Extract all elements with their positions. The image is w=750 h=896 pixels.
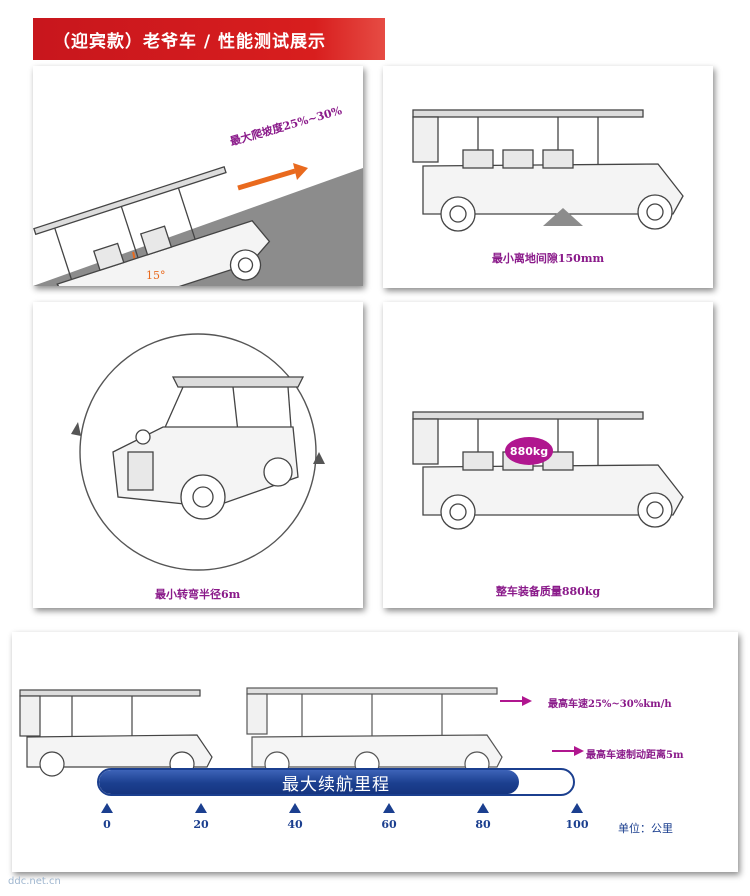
clearance-illustration bbox=[412, 109, 684, 232]
climb-illustration bbox=[33, 163, 363, 286]
range-tick-marker bbox=[195, 803, 207, 813]
range-unit: 单位：公里 bbox=[618, 822, 673, 835]
panel-turning: 最小转弯半径6m bbox=[33, 302, 363, 608]
range-tick-label: 0 bbox=[103, 818, 111, 831]
panel-range bbox=[12, 632, 738, 872]
mass-badge: 880kg bbox=[505, 437, 553, 465]
mass-illustration bbox=[412, 411, 684, 530]
range-tick-marker bbox=[571, 803, 583, 813]
range-tick-marker bbox=[477, 803, 489, 813]
turning-caption: 最小转弯半径6m bbox=[155, 588, 241, 601]
range-tick-label: 20 bbox=[193, 818, 209, 831]
legend-top-speed: 最高车速25%~30%km/h bbox=[548, 699, 672, 710]
clearance-caption: 最小离地间隙150mm bbox=[491, 252, 605, 265]
panel-clearance: 最小离地间隙150mm bbox=[383, 66, 713, 288]
range-label: 最大续航里程 bbox=[282, 774, 390, 795]
page-title: （迎宾款）老爷车 / 性能测试展示 bbox=[33, 18, 385, 60]
range-tick-label: 60 bbox=[381, 818, 397, 831]
range-tick-marker bbox=[383, 803, 395, 813]
range-tick-label: 80 bbox=[475, 818, 491, 831]
range-progress-fill bbox=[99, 770, 519, 794]
slope-angle-label: 15° bbox=[146, 269, 166, 282]
panel-climb: 最大爬坡度25%~30% 15° bbox=[33, 66, 363, 286]
range-progress-bar: 最大续航里程 bbox=[97, 768, 575, 796]
range-tick-marker bbox=[289, 803, 301, 813]
range-tick-marker bbox=[101, 803, 113, 813]
range-tick-label: 40 bbox=[287, 818, 303, 831]
range-tick-label: 100 bbox=[565, 818, 589, 831]
turning-illustration bbox=[71, 333, 325, 571]
mass-caption: 整车装备质量880kg bbox=[495, 585, 601, 598]
range-illustration bbox=[19, 687, 584, 777]
legend-braking-distance: 最高车速制动距离5m bbox=[586, 750, 684, 761]
watermark: ddc.net.cn bbox=[8, 876, 61, 887]
